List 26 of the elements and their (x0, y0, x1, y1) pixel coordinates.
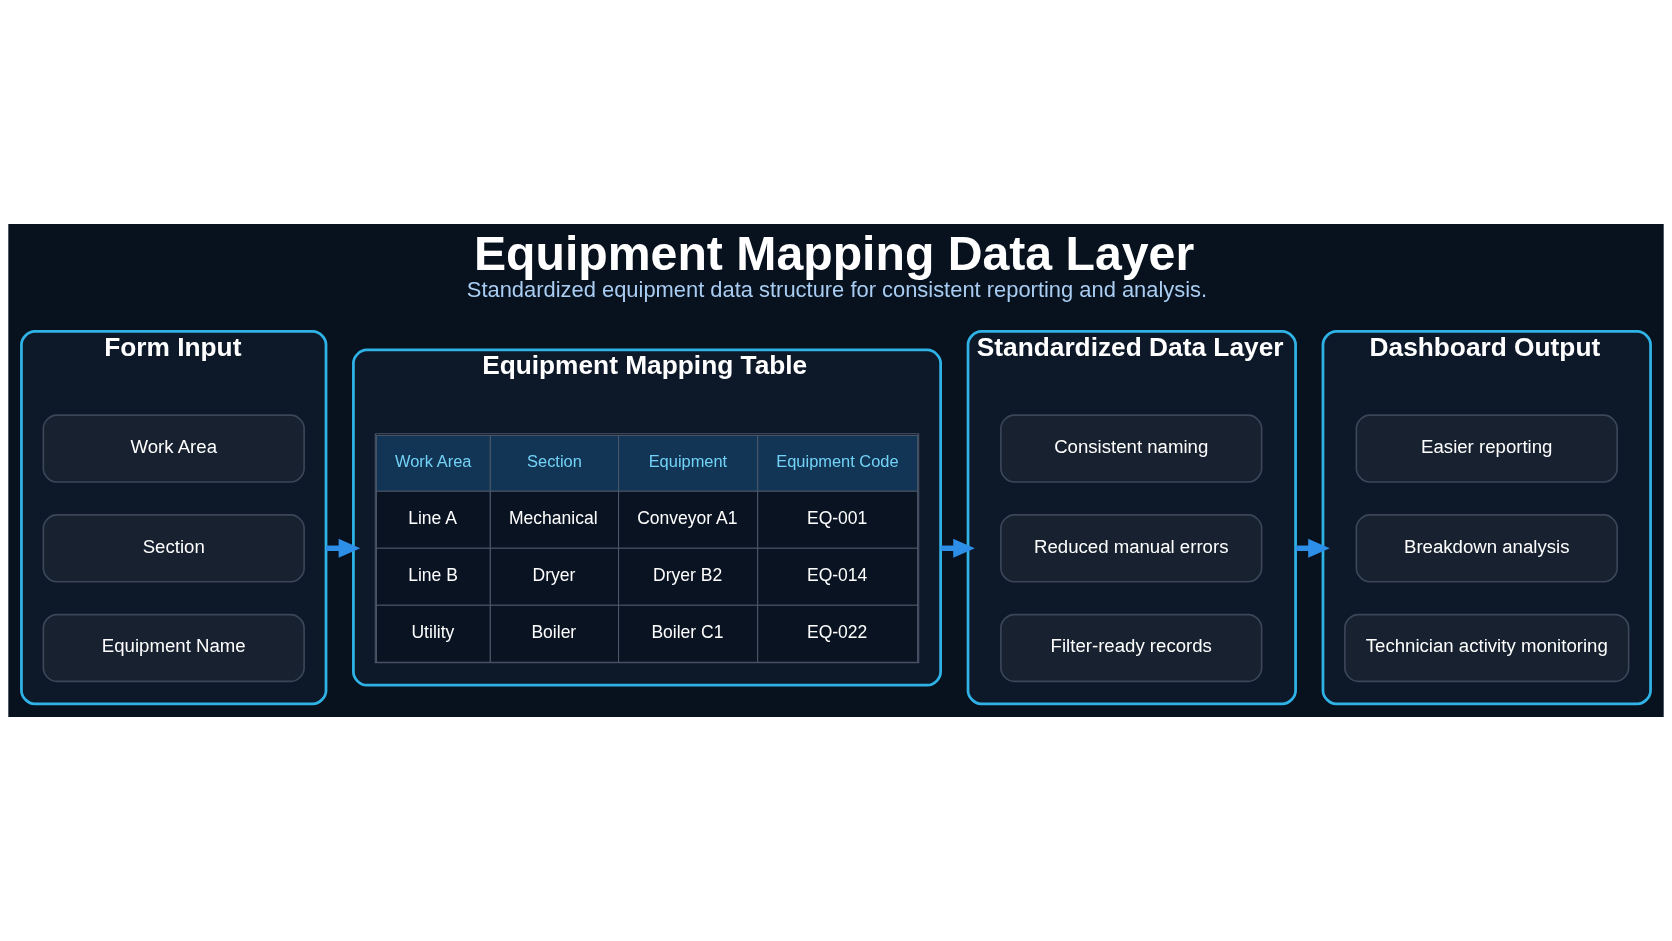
node-box: Reduced manual errors (1000, 514, 1263, 583)
diagram-title: Equipment Mapping Data Layer (473, 226, 1195, 281)
label: Conveyor A1 (637, 507, 738, 528)
label: Work Area (395, 452, 472, 471)
label: Boiler C1 (651, 621, 724, 642)
label: Dryer (532, 564, 576, 585)
node-box: Technician activity monitoring (1344, 613, 1630, 683)
label: Boiler (531, 621, 577, 642)
label: EQ-001 (806, 507, 868, 528)
label: EQ-014 (806, 564, 868, 585)
node-box: Consistent naming (1000, 414, 1263, 483)
label: Dryer B2 (653, 564, 723, 585)
label: Line A (408, 507, 457, 528)
label: Equipment Code (776, 452, 899, 471)
label: Mechanical (508, 507, 598, 528)
node-box: Breakdown analysis (1355, 514, 1618, 583)
label: Section (527, 452, 582, 471)
node-box: Section (42, 514, 305, 583)
node-box: Equipment Name (42, 613, 305, 683)
label: Equipment (648, 452, 728, 471)
node-box: Easier reporting (1355, 414, 1618, 483)
node-box: Work Area (42, 414, 305, 483)
label: EQ-022 (806, 621, 868, 642)
node-box: Filter-ready records (1000, 613, 1263, 683)
label: Utility (411, 621, 455, 642)
label: Line B (408, 564, 458, 585)
